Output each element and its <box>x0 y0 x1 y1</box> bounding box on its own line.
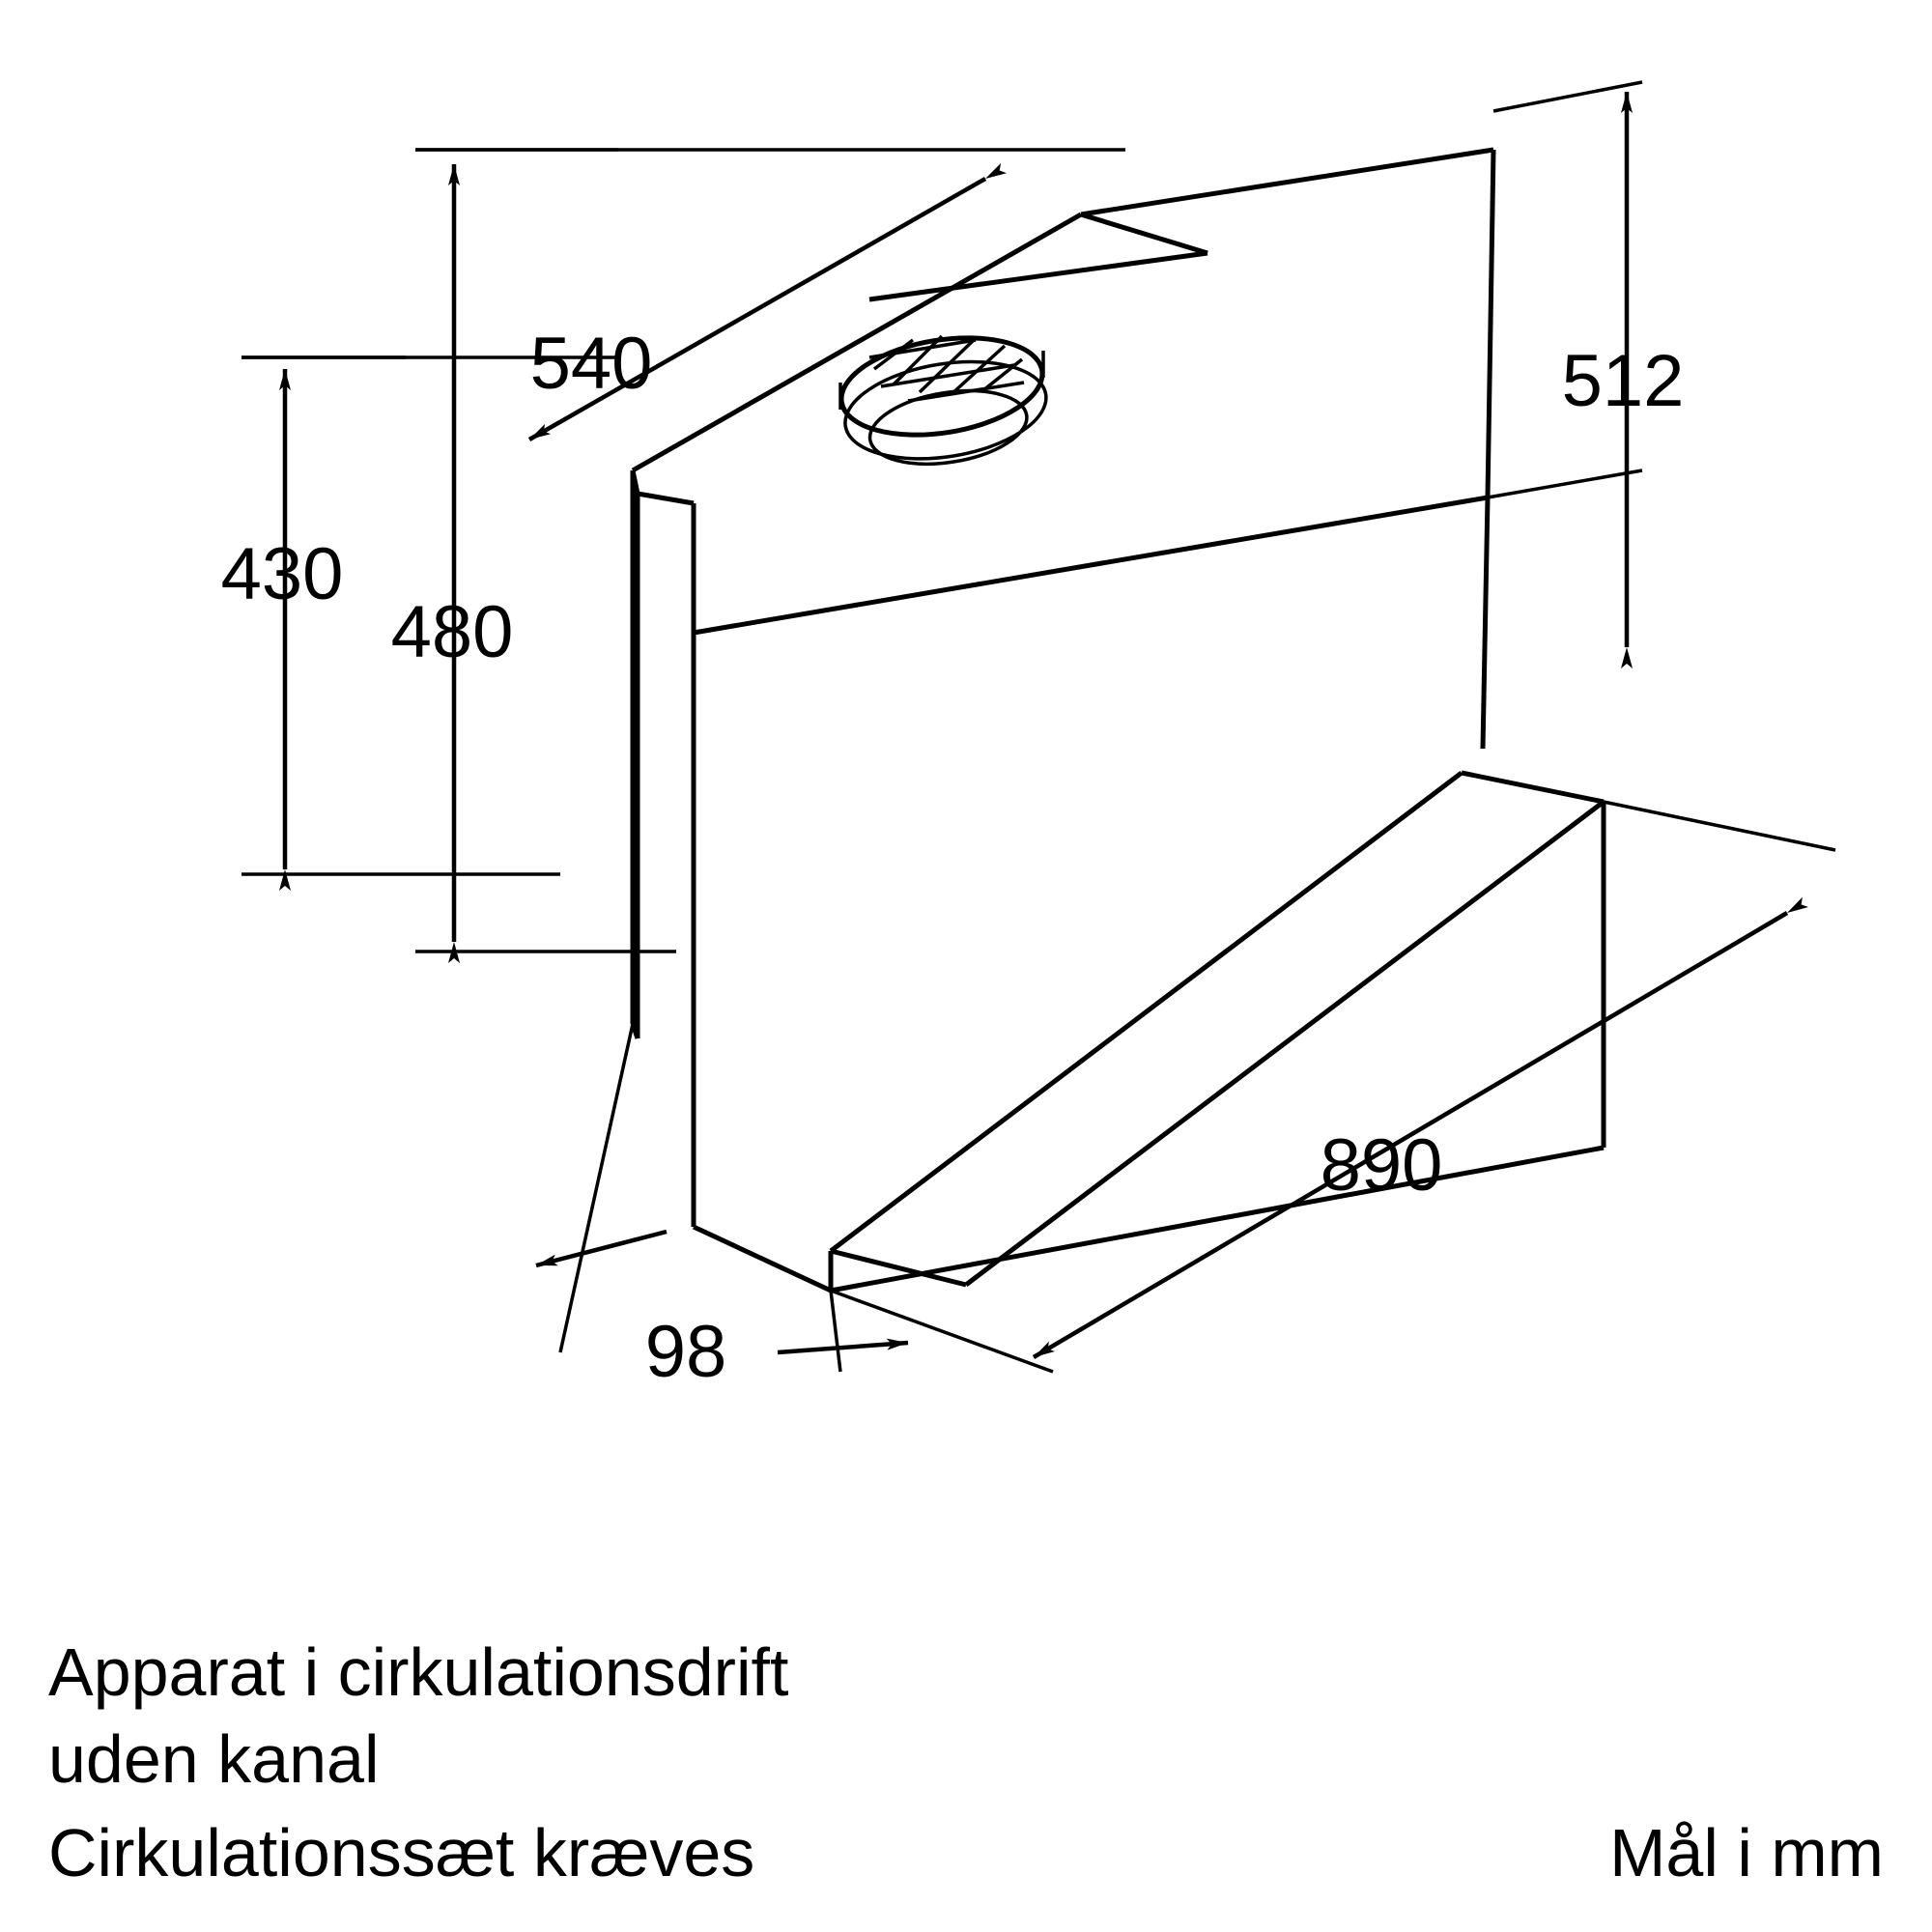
dimension-98: 98 <box>535 1023 909 1393</box>
dimension-890: 890 <box>830 800 1836 1374</box>
dimension-label-512: 512 <box>1562 340 1685 422</box>
hood-body-geometry <box>630 147 1606 1293</box>
dimension-label-480: 480 <box>391 591 514 673</box>
units-note: Mål i mm <box>1609 1815 1884 1890</box>
note-line-1: Apparat i cirkulationsdrift <box>48 1634 788 1710</box>
dimension-540: 540 <box>242 148 1125 441</box>
dimension-label-98: 98 <box>645 1311 727 1393</box>
note-line-2: uden kanal <box>48 1721 380 1797</box>
dimension-480: 480 <box>391 148 676 963</box>
dimension-430: 430 <box>221 355 560 891</box>
dimension-label-890: 890 <box>1321 1124 1443 1207</box>
note-line-3: Cirkulationssæt kræves <box>48 1815 754 1890</box>
duct-collar-icon <box>838 334 1048 467</box>
dimension-512: 512 <box>1487 80 1685 668</box>
dimension-label-540: 540 <box>530 323 653 405</box>
dimension-label-430: 430 <box>221 533 344 615</box>
